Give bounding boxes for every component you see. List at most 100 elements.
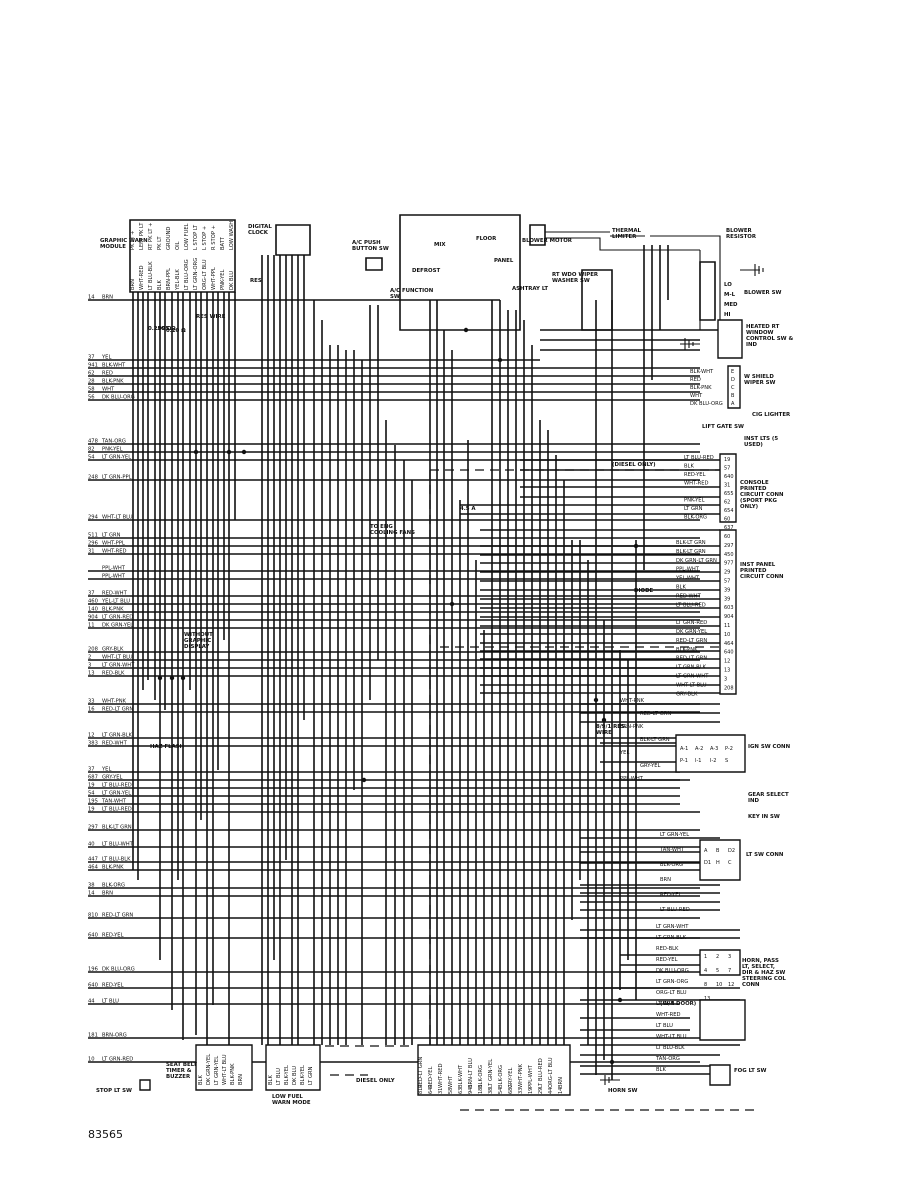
inst-pin: 464 bbox=[724, 641, 734, 647]
console-pin: 31 bbox=[724, 483, 730, 489]
ign-pin: A-1 bbox=[680, 746, 688, 752]
horn-wire: LT BLU-BLK bbox=[656, 1045, 685, 1051]
blower-position: MED bbox=[724, 302, 738, 308]
gear-select-label: IND bbox=[748, 798, 760, 804]
wire-color: RED bbox=[102, 371, 113, 377]
gwm-pin: LT BLU-ORG bbox=[184, 259, 190, 290]
wire-color: WHT-RED bbox=[102, 549, 126, 555]
bottom-connector-pin: 38 bbox=[488, 1088, 494, 1094]
wiper-pin: A bbox=[731, 401, 735, 407]
wire-color: BLK-PNK bbox=[102, 607, 124, 613]
wire-color: LT BLU-WHT bbox=[102, 842, 134, 848]
low-fuel-wire: DK BLU bbox=[292, 1066, 298, 1085]
inst-wire: BLK bbox=[676, 585, 686, 591]
inst-wire: RED-LT GRN bbox=[676, 656, 707, 662]
wire-color: DK GRN-YEL bbox=[102, 623, 133, 629]
blower-resistor-label: BLOWER bbox=[726, 228, 753, 234]
inst-wire: RED-LT GRN bbox=[676, 638, 707, 644]
horn-wire: ORG-LT BLU bbox=[656, 990, 687, 996]
seat-belt-label: SEAT BELT bbox=[166, 1062, 197, 1068]
low-fuel-label: LOW FUEL bbox=[272, 1094, 303, 1100]
seat-belt-wire: BLK bbox=[198, 1075, 204, 1085]
lt-sw-wire: TAN-WHT bbox=[659, 847, 685, 853]
gwm-pin-function: LEFT PK LT bbox=[139, 222, 145, 250]
inst-wire: LT GRN-RED bbox=[676, 620, 707, 626]
res-wire-label: 8/9/1 RES. bbox=[596, 724, 627, 730]
seat-belt-label: BUZZER bbox=[166, 1074, 191, 1080]
horn-conn-label: DIR & HAZ SW bbox=[742, 970, 785, 976]
console-pin: 637 bbox=[724, 525, 734, 531]
bottom-connector-pin: 810 bbox=[418, 1084, 424, 1094]
console-wire: LT BLU-RED bbox=[684, 455, 714, 461]
inst-pin: 297 bbox=[724, 543, 734, 549]
ign-wire: BLK-LT GRN bbox=[640, 737, 670, 743]
gwm-pin: BRN-PPL bbox=[166, 268, 172, 290]
horn-wire: LT GRN-WHT bbox=[656, 924, 689, 930]
wire-number: 460 bbox=[88, 599, 98, 605]
console-pin: 62 bbox=[724, 500, 730, 506]
wiper-pin: B bbox=[731, 393, 735, 399]
console-pc-label: ONLY) bbox=[740, 504, 758, 510]
bottom-connector-wire: WHT-PNK bbox=[518, 1063, 524, 1088]
bottom-connector-wire: ORG-LT BLU bbox=[548, 1057, 554, 1088]
seat-belt-label: TIMER & bbox=[166, 1068, 192, 1074]
bottom-connector-wire: BLK-ORG bbox=[478, 1065, 484, 1088]
wire-color: LT BLU-RED bbox=[102, 807, 132, 813]
bottom-connector-pin: 54 bbox=[498, 1088, 504, 1094]
console-pin: 19 bbox=[724, 457, 730, 463]
wiper-wire: DK BLU-ORG bbox=[690, 401, 723, 407]
wire-number: 37 bbox=[88, 591, 95, 597]
wire-color: LT GRN-RED bbox=[102, 1057, 133, 1063]
inst-panel-pc-label: PRINTED bbox=[740, 568, 767, 574]
wire-number: 296 bbox=[88, 541, 98, 547]
wire-color: WHT-LT BLU bbox=[102, 655, 133, 661]
console-pc-label: (SPORT PKG bbox=[740, 498, 777, 504]
horn-wire: RED-BLK bbox=[656, 946, 679, 952]
horn-wire: LT GRN bbox=[656, 1001, 675, 1007]
wire-color: RED-YEL bbox=[102, 983, 124, 989]
wire-number: 38 bbox=[88, 883, 95, 889]
wire-color: GRY-YEL bbox=[102, 775, 123, 781]
w4-door-label: (W/4 DOOR) bbox=[660, 1001, 696, 1007]
gwm-pin: DK BLU bbox=[229, 271, 235, 290]
wire-color: YEL bbox=[101, 355, 111, 361]
ign-pin: I-1 bbox=[695, 758, 701, 764]
inst-pin: 12 bbox=[724, 659, 730, 665]
wire-color: GRY-BLK bbox=[102, 647, 124, 653]
wire-number: 14 bbox=[88, 891, 95, 897]
bottom-connector-pin: 181 bbox=[478, 1084, 484, 1094]
blower-position: LO bbox=[724, 282, 732, 288]
wire-color: YEL-LT BLU bbox=[101, 599, 130, 605]
inst-wire: GRY-BLK bbox=[676, 691, 698, 697]
bottom-connector-wire: RED-YEL bbox=[428, 1066, 434, 1088]
inst-pin: 57 bbox=[724, 579, 730, 585]
wire-color: LT GRN-RED bbox=[102, 615, 133, 621]
horn-pin: 5 bbox=[716, 968, 719, 974]
without-graphic-label: GRAPHIC bbox=[184, 638, 211, 644]
ac-pushbutton-label: BUTTON SW bbox=[352, 246, 389, 252]
mode-position: MIX bbox=[434, 242, 446, 248]
wire-color: PPL-WHT bbox=[102, 574, 126, 580]
inst-pin: 904 bbox=[724, 614, 734, 620]
bottom-connector-wire: GRY-YEL bbox=[508, 1067, 514, 1088]
wire-number: 37 bbox=[88, 767, 95, 773]
heated-rt-window-label: WINDOW bbox=[746, 330, 774, 336]
horn-pin: 1 bbox=[704, 954, 707, 960]
inst-pin: 977 bbox=[724, 561, 734, 567]
wire-number: 447 bbox=[88, 857, 98, 863]
bottom-connector-pin: 941 bbox=[468, 1084, 474, 1094]
low-fuel-wire: LT BLU bbox=[276, 1068, 282, 1085]
console-pin: 57 bbox=[724, 466, 730, 472]
bottom-connector-wire: BRN bbox=[558, 1077, 564, 1088]
fuse-label: 4.5 A bbox=[460, 506, 476, 512]
eng-cooling-label: COOLING FANS bbox=[370, 530, 415, 536]
ac-pushbutton-label: A/C PUSH bbox=[352, 240, 381, 246]
without-graphic-label: DISPLAY bbox=[184, 644, 209, 650]
wire-color: BRN bbox=[102, 295, 113, 301]
inst-pin: 10 bbox=[724, 632, 730, 638]
lt-sw-wire: LT BLU-RED bbox=[660, 907, 690, 913]
wire-number: 208 bbox=[88, 647, 98, 653]
wire-color: LT GRN-WHT bbox=[102, 663, 135, 669]
wire-color: BLK-WHT bbox=[102, 363, 126, 369]
